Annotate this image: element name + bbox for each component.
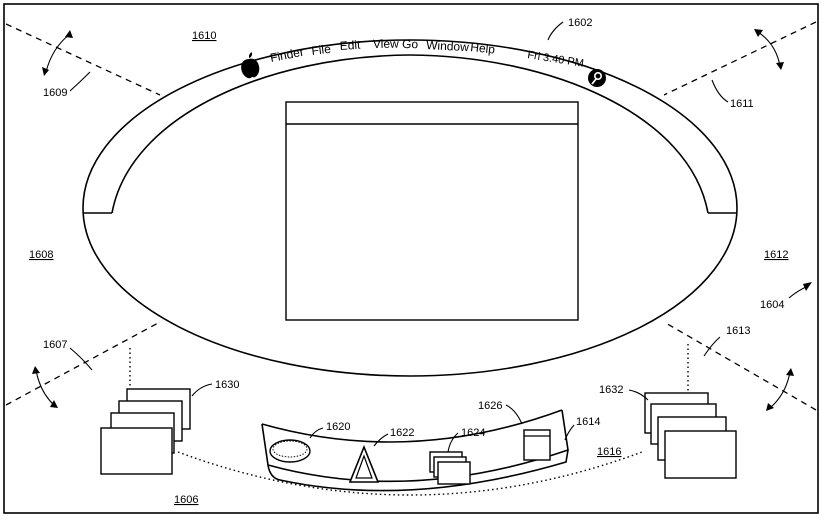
- dock-region-boundary: [129, 344, 689, 496]
- ellipse-display: [82, 39, 738, 377]
- window-stack-left[interactable]: [100, 388, 191, 475]
- leader-1622: [373, 433, 389, 447]
- rotate-arrow-icon: [754, 29, 784, 70]
- ref-1610: 1610: [192, 30, 216, 42]
- ref-1608: 1608: [29, 249, 53, 261]
- dotted-arc: [177, 451, 643, 496]
- leader-1614: [564, 424, 575, 441]
- triangle-icon-inner: [355, 454, 373, 479]
- stacked-window: [100, 427, 173, 475]
- leader-1626: [505, 404, 523, 425]
- menu-item-window[interactable]: Window: [426, 38, 470, 54]
- menu-bar-band-inner-edge: [111, 54, 709, 214]
- rotation-arrows: [32, 29, 794, 411]
- apple-logo-icon[interactable]: [238, 51, 261, 79]
- dish-icon-inner: [272, 440, 308, 458]
- leader-1624: [447, 432, 459, 453]
- ref-1609: 1609: [43, 87, 67, 99]
- window-frame: [285, 101, 579, 321]
- ref-1611: 1611: [730, 98, 754, 110]
- stacked-window: [664, 430, 737, 479]
- dock: [261, 409, 569, 492]
- leader-1613: [703, 336, 721, 357]
- rotate-arrow-icon: [766, 368, 794, 411]
- figure-frame: [3, 3, 819, 514]
- menu-bar-clock: Fri 3:40 PM: [527, 49, 585, 70]
- dashed-line-bottom-right: [663, 321, 817, 411]
- ref-1624: 1624: [461, 427, 485, 439]
- menu-item-help[interactable]: Help: [470, 40, 496, 57]
- ref-1613: 1613: [726, 325, 750, 337]
- leader-1620: [309, 427, 324, 439]
- dock-item-1624[interactable]: [429, 451, 471, 485]
- leader-1607: [69, 347, 93, 371]
- rotate-arrow-icon: [32, 366, 58, 408]
- ref-1602: 1602: [568, 17, 592, 29]
- corner-dashed-lines: [5, 21, 817, 411]
- leader-1602: [547, 21, 564, 41]
- leader-1632: [628, 389, 649, 401]
- spotlight-search-icon[interactable]: [588, 69, 606, 87]
- menu-item-go[interactable]: Go: [402, 37, 419, 51]
- application-window[interactable]: [285, 101, 579, 321]
- dashed-line-bottom-left: [5, 321, 161, 406]
- documents-icon: [437, 461, 471, 485]
- leader-1609: [69, 71, 91, 92]
- arrowhead-1604: [803, 282, 812, 291]
- dock-item-1620[interactable]: [269, 439, 311, 463]
- dashed-line-top-right: [663, 21, 817, 96]
- trash-icon: [523, 429, 551, 461]
- ref-1607: 1607: [43, 339, 67, 351]
- dish-icon: [269, 439, 311, 463]
- ref-1620: 1620: [326, 421, 350, 433]
- dock-item-1622[interactable]: [348, 444, 380, 483]
- ref-1606: 1606: [174, 494, 198, 506]
- ref-1614: 1614: [576, 416, 600, 428]
- triangle-icon: [348, 444, 380, 483]
- rotate-arrow-icon: [42, 30, 73, 76]
- ref-1616: 1616: [597, 446, 621, 458]
- reference-numerals: 1602 1610 1609 1611 1608 1612 1604 1607 …: [29, 17, 788, 506]
- dashed-line-top-left: [5, 23, 161, 96]
- menu-item-edit[interactable]: Edit: [339, 38, 361, 53]
- menu-bar: Finder File Edit View Go Window Help Fri…: [238, 37, 606, 87]
- leader-lines: [69, 21, 812, 453]
- dock-lower-edge: [267, 449, 569, 492]
- ref-1632: 1632: [599, 384, 623, 396]
- ref-1626: 1626: [478, 400, 502, 412]
- menu-item-file[interactable]: File: [311, 42, 332, 58]
- window-stack-right[interactable]: [644, 392, 737, 479]
- leader-1611: [711, 79, 729, 103]
- dock-top-edge: [261, 409, 563, 443]
- leader-1630: [191, 383, 213, 397]
- menu-item-view[interactable]: View: [373, 37, 399, 51]
- dock-item-1626[interactable]: [523, 429, 551, 461]
- menu-item-finder[interactable]: Finder: [269, 45, 305, 65]
- ref-1622: 1622: [390, 427, 414, 439]
- ref-1630: 1630: [215, 379, 239, 391]
- ref-1612: 1612: [764, 249, 788, 261]
- ref-1604: 1604: [760, 299, 784, 311]
- display-ellipse-outline: [82, 39, 738, 377]
